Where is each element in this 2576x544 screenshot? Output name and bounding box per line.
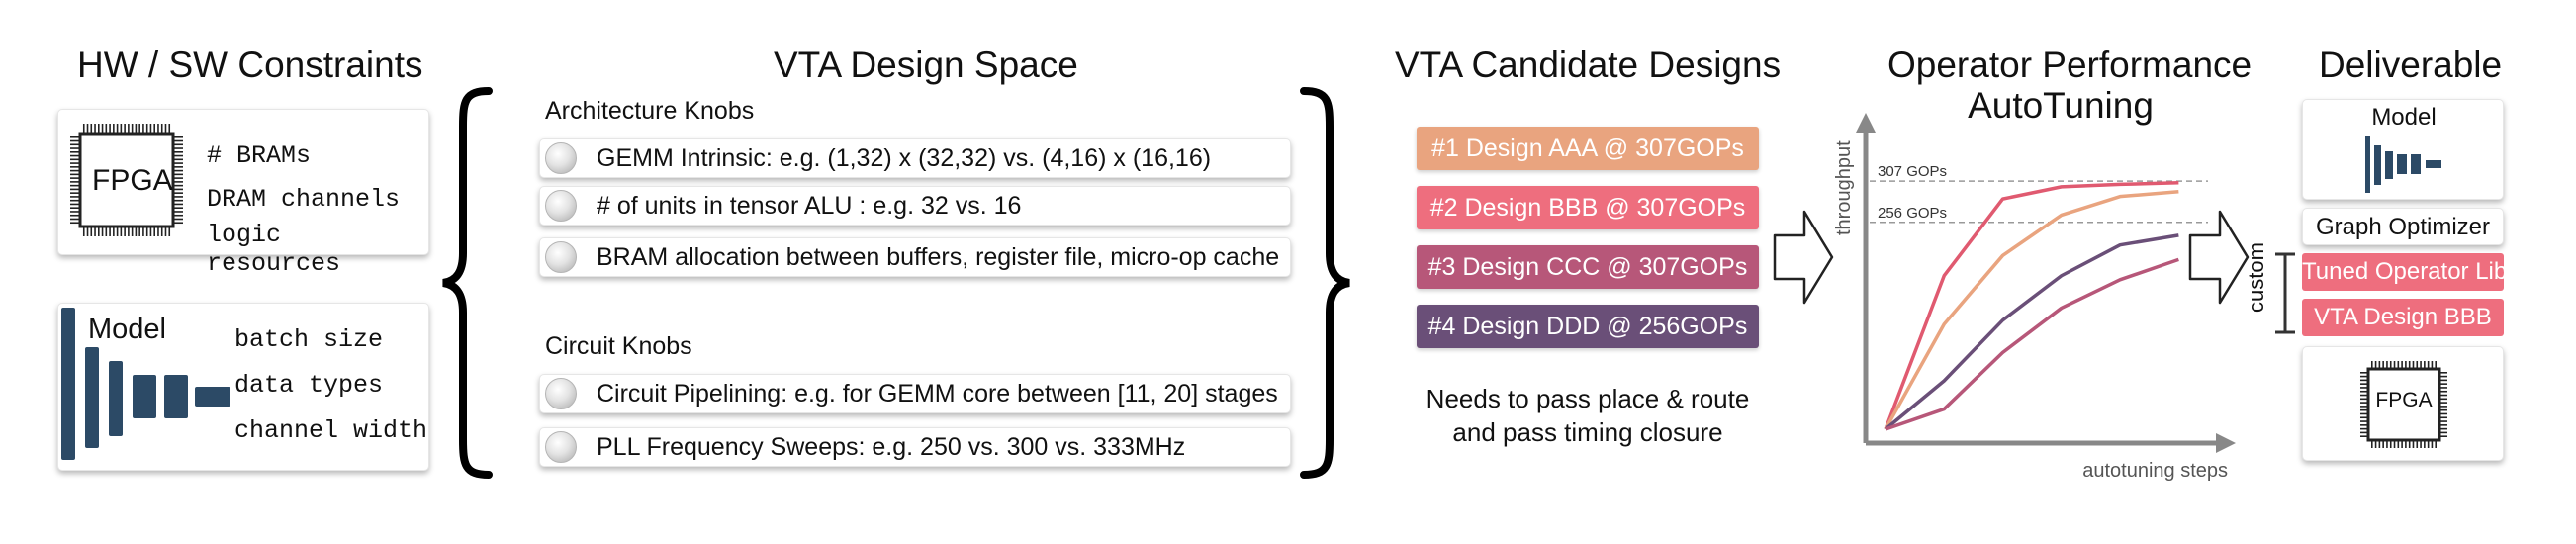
reference-line-label: 307 GOPs — [1878, 163, 1947, 180]
model-item-batch: batch size — [234, 325, 384, 354]
model-item-channel: channel width — [234, 416, 428, 445]
candidate-design-1: #1 Design AAA @ 307GOPs — [1417, 127, 1759, 170]
design-space-title: VTA Design Space — [774, 45, 1078, 85]
knob-text: PLL Frequency Sweeps: e.g. 250 vs. 300 v… — [597, 433, 1186, 461]
model-layer-bar-1 — [2365, 136, 2370, 193]
left-brace — [442, 87, 493, 479]
series-line — [1884, 190, 2179, 430]
chevron-right-icon — [1773, 210, 1834, 305]
model-constraints-card: Model batch size data types channel widt… — [57, 303, 429, 471]
fpga-chip-icon — [2360, 361, 2447, 448]
deliverable-fpga-label: FPGA — [2375, 389, 2433, 411]
reference-line-label: 256 GOPs — [1878, 205, 1947, 222]
candidate-design-2: #2 Design BBB @ 307GOPs — [1417, 186, 1759, 229]
knob-text: Circuit Pipelining: e.g. for GEMM core b… — [597, 380, 1278, 408]
model-layer-bar-4 — [133, 375, 156, 418]
op-perf-title-line2: AutoTuning — [1968, 85, 2154, 126]
candidates-title: VTA Candidate Designs — [1395, 45, 1782, 85]
candidates-note-line1: Needs to pass place & route — [1426, 384, 1750, 413]
series-line — [1884, 233, 2179, 431]
candidates-note-line2: and pass timing closure — [1452, 417, 1723, 447]
fpga-item-logic: logic resources — [207, 221, 341, 278]
model-layer-bar-5 — [2411, 154, 2421, 174]
knob-text: # of units in tensor ALU : e.g. 32 vs. 1… — [597, 192, 1022, 220]
hw-sw-title: HW / SW Constraints — [77, 45, 423, 85]
knob-icon — [545, 378, 577, 409]
arch-knob-bram: BRAM allocation between buffers, registe… — [539, 237, 1291, 277]
fpga-chip-label: FPGA — [92, 164, 173, 197]
x-axis-label: autotuning steps — [2082, 460, 2228, 482]
arch-knobs-title: Architecture Knobs — [545, 97, 755, 125]
custom-label: custom — [2244, 242, 2268, 313]
series-line — [1885, 257, 2179, 431]
vta-design-bbb: VTA Design BBB — [2302, 299, 2504, 336]
op-perf-title-line1: Operator Performance — [1887, 45, 2253, 85]
model-layer-bar-5 — [164, 375, 188, 418]
autotuning-chart: throughput autotuning steps 307 GOPs 256 GO… — [1833, 113, 2236, 482]
model-layer-bar-6 — [2426, 160, 2441, 168]
model-layer-bar-2 — [2374, 145, 2381, 185]
model-layer-bar-2 — [85, 347, 99, 448]
arch-knob-alu: # of units in tensor ALU : e.g. 32 vs. 1… — [539, 186, 1291, 226]
fpga-item-dram: DRAM channels — [207, 185, 401, 214]
tuned-operator-lib: Tuned Operator Lib — [2302, 253, 2507, 291]
knob-icon — [545, 190, 577, 222]
model-layer-bar-1 — [61, 308, 75, 460]
x-axis-arrow — [2216, 433, 2236, 453]
circuit-knob-pll: PLL Frequency Sweeps: e.g. 250 vs. 300 v… — [539, 427, 1291, 467]
model-layer-bar-3 — [109, 361, 123, 436]
circuit-knobs-title: Circuit Knobs — [545, 332, 692, 360]
model-layer-bar-3 — [2385, 151, 2393, 179]
deliverable-title: Deliverable — [2319, 45, 2503, 85]
knob-text: GEMM Intrinsic: e.g. (1,32) x (32,32) vs… — [597, 144, 1212, 172]
model-item-dtypes: data types — [234, 371, 384, 400]
candidate-design-4: #4 Design DDD @ 256GOPs — [1417, 305, 1759, 348]
right-brace — [1300, 87, 1350, 479]
deliverable-model-card: Model — [2302, 99, 2504, 200]
custom-bracket — [2275, 252, 2295, 334]
graph-optimizer-card: Graph Optimizer — [2302, 208, 2504, 245]
y-axis-arrow — [1856, 113, 1876, 133]
chevron-right-icon — [2188, 210, 2250, 305]
model-layer-bar-4 — [2397, 154, 2407, 174]
deliverable-model-label: Model — [2371, 104, 2437, 131]
model-layer-bar-6 — [195, 387, 230, 407]
circuit-knob-pipelining: Circuit Pipelining: e.g. for GEMM core b… — [539, 374, 1291, 413]
fpga-item-brams: # BRAMs — [207, 141, 312, 170]
y-axis-label: throughput — [1833, 140, 1855, 235]
knob-icon — [545, 431, 577, 463]
fpga-chip-icon — [70, 124, 183, 236]
candidate-design-3: #3 Design CCC @ 307GOPs — [1417, 245, 1759, 289]
model-label: Model — [88, 314, 166, 345]
fpga-constraints-card: FPGA # BRAMs DRAM channels logic resourc… — [57, 109, 429, 278]
knob-text: BRAM allocation between buffers, registe… — [597, 243, 1280, 271]
knob-icon — [545, 142, 577, 174]
arch-knob-gemm: GEMM Intrinsic: e.g. (1,32) x (32,32) vs… — [539, 138, 1291, 178]
deliverable-fpga-card: FPGA — [2302, 346, 2504, 461]
knob-icon — [545, 241, 577, 273]
series-line — [1884, 181, 2179, 430]
